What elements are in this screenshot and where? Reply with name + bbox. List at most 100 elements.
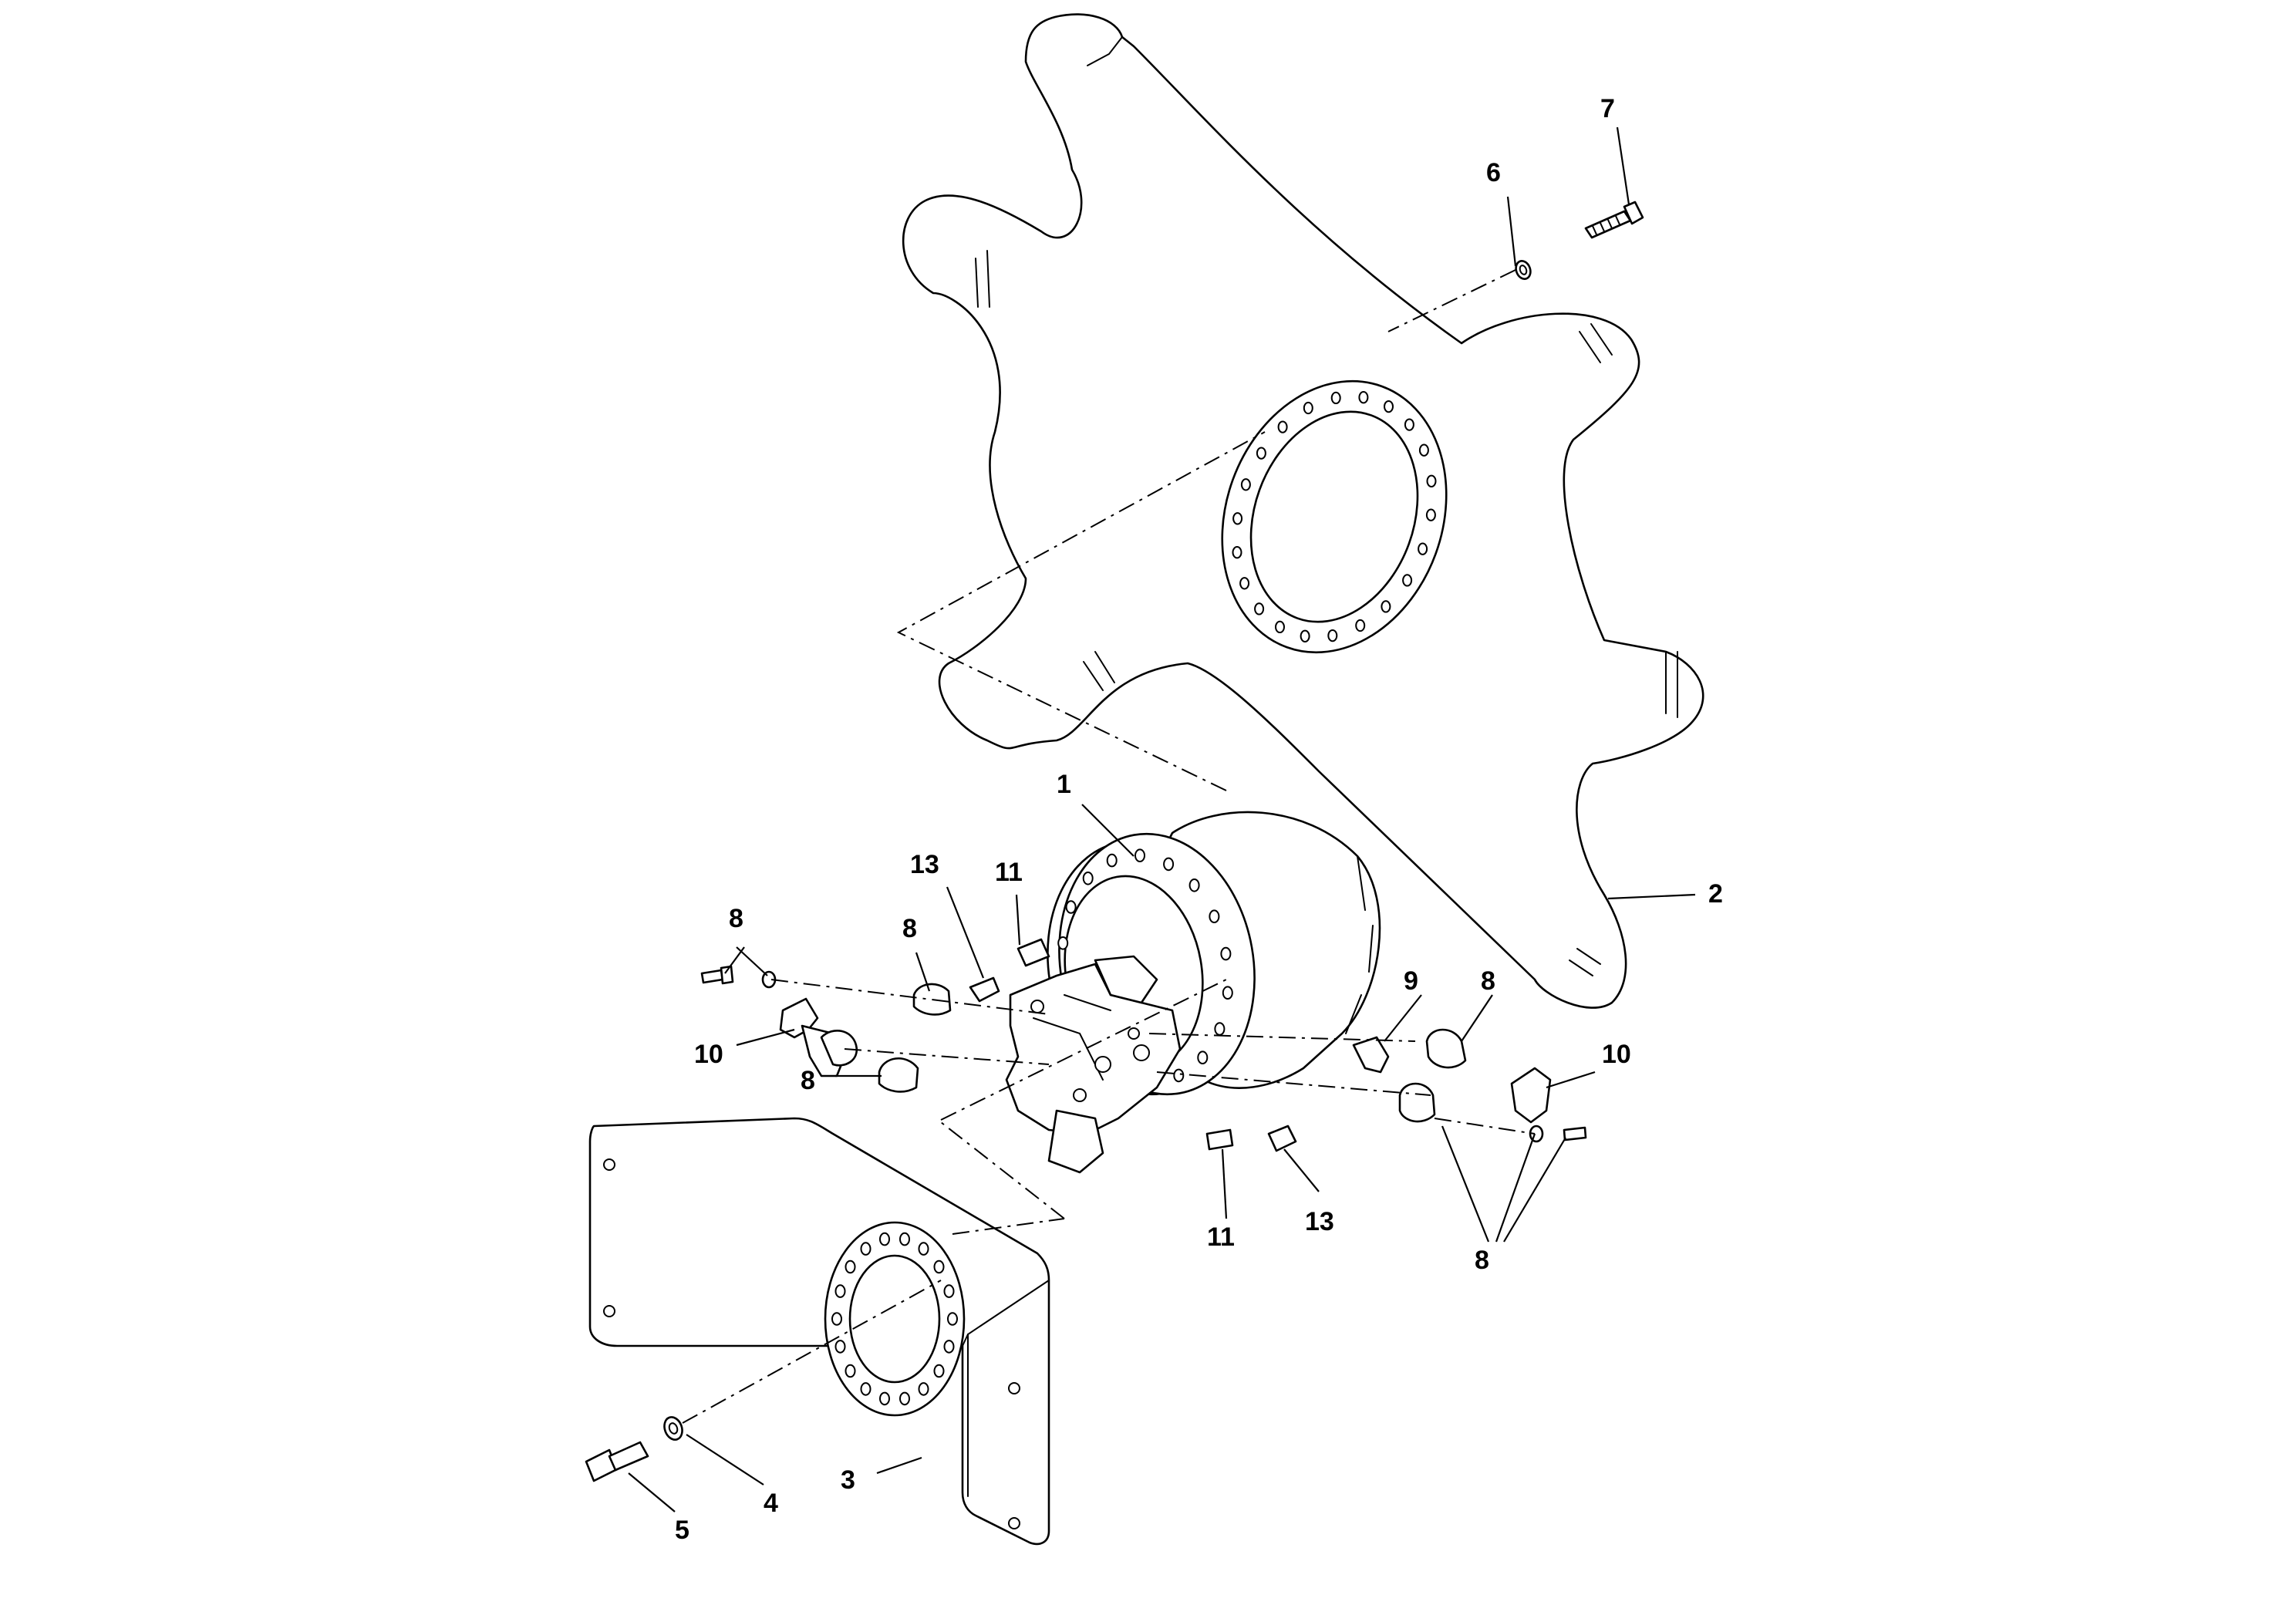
plate-bolt-hole (1330, 391, 1341, 405)
plate-bolt-hole (1275, 620, 1285, 634)
plate-bolt-hole (1355, 619, 1366, 632)
screw-part-8 (1563, 1126, 1587, 1141)
adapter-part-11 (1017, 938, 1050, 967)
washer-part-4 (663, 1416, 683, 1441)
callout-13-bottom: 13 (1305, 1207, 1334, 1236)
plate-bolt-hole (1381, 600, 1391, 613)
plate-bolt-hole (1239, 577, 1250, 590)
bracket-bolt-hole (879, 1232, 890, 1246)
plate-bolt-hole (1303, 401, 1313, 415)
mounting-bracket-part-3 (588, 1117, 1050, 1546)
elbow-part-9 (1352, 1036, 1390, 1074)
motor-flange-hole (1214, 1022, 1226, 1036)
bracket-bolt-hole (947, 1312, 958, 1326)
plate-bolt-hole (1418, 443, 1429, 457)
reducer-part-9-left (820, 1030, 858, 1067)
plate-bolt-hole (1425, 508, 1436, 521)
motor-flange-hole (1220, 946, 1232, 961)
motor-flange-hole (1135, 848, 1145, 862)
motor-flange-hole (1173, 1068, 1185, 1083)
elbow-fitting-part-10 (1510, 1067, 1552, 1124)
motor-flange-hole (1082, 872, 1094, 885)
elbow-part-13 (1267, 1125, 1297, 1152)
bracket-bolt-hole (834, 1284, 846, 1298)
motor-flange-hole (1106, 853, 1118, 868)
callout-labels: 1 2 3 4 5 6 7 8 8 8 8 8 9 10 10 11 11 13… (675, 94, 1723, 1545)
callout-8-top-left: 8 (729, 904, 743, 933)
bracket-bolt-hole (933, 1259, 945, 1274)
plate-bolt-hole (1256, 447, 1266, 460)
callout-1: 1 (1057, 770, 1071, 799)
callout-5: 5 (675, 1516, 689, 1545)
callout-11-bottom: 11 (1207, 1222, 1235, 1252)
callout-11-top: 11 (995, 858, 1023, 887)
clamp-half-part-8 (1425, 1028, 1467, 1069)
plate-bolt-hole (1418, 542, 1428, 555)
mounting-plate-part-2 (902, 13, 1704, 1009)
callout-10-left: 10 (694, 1040, 723, 1069)
assembly-center-lines (682, 269, 1536, 1424)
plate-bolt-hole (1232, 512, 1243, 525)
plate-bolt-hole (1277, 420, 1288, 433)
motor-flange-hole (1222, 986, 1233, 1000)
bolt-part-7 (1584, 201, 1644, 239)
bracket-bolt-hole (860, 1382, 872, 1396)
bolt-part-5 (585, 1441, 649, 1482)
bracket-bolt-hole (845, 1364, 856, 1378)
plate-bolt-hole (1232, 546, 1242, 559)
bracket-bolt-hole (860, 1242, 872, 1256)
callout-9: 9 (1404, 966, 1418, 996)
screw-part-8 (700, 965, 734, 985)
drive-motor-part-1 (1005, 811, 1381, 1174)
bracket-bolt-hole (845, 1259, 856, 1274)
callout-7: 7 (1600, 94, 1615, 123)
plate-bolt-hole (1402, 574, 1413, 587)
callout-6: 6 (1486, 158, 1501, 187)
motor-flange-hole (1163, 857, 1175, 872)
plate-bolt-hole (1384, 400, 1394, 413)
callout-8-right: 8 (1481, 966, 1495, 996)
bracket-bolt-hole (899, 1391, 910, 1406)
bracket-bolt-hole (943, 1340, 955, 1354)
washer-part-6 (1515, 260, 1532, 280)
plate-bolt-hole (1404, 418, 1414, 431)
motor-flange-hole (1057, 936, 1069, 950)
callout-8-bottom-right: 8 (1475, 1246, 1489, 1275)
bracket-bolt-hole (879, 1391, 890, 1406)
callout-leader-lines (628, 126, 1696, 1512)
motor-flange-hole (1065, 900, 1077, 914)
bracket-mount-hole (603, 1158, 615, 1171)
bracket-bolt-hole (918, 1382, 929, 1396)
plate-bolt-holes (1232, 391, 1437, 642)
plate-bolt-hole (1358, 391, 1369, 404)
callout-2: 2 (1708, 879, 1723, 909)
elbow-part-13 (969, 976, 1000, 1003)
motor-flange-hole (1209, 909, 1220, 923)
bracket-mount-hole (603, 1305, 615, 1317)
callout-4: 4 (764, 1489, 778, 1518)
plate-bolt-hole (1426, 474, 1437, 487)
plate-bolt-hole (1254, 602, 1265, 615)
bracket-bolt-hole (834, 1340, 846, 1354)
plate-bolt-hole (1300, 629, 1310, 642)
plate-bolt-hole (1327, 629, 1338, 642)
bracket-mount-hole (1008, 1517, 1020, 1529)
callout-10-right: 10 (1602, 1040, 1631, 1069)
clamp-half-part-8 (878, 1057, 919, 1093)
clamp-half-part-8 (1398, 1082, 1436, 1123)
motor-flange-hole (1197, 1050, 1209, 1064)
bracket-bolt-hole (831, 1312, 842, 1326)
bracket-bolt-hole (918, 1242, 929, 1256)
bracket-mount-hole (1008, 1382, 1020, 1394)
callout-13-top: 13 (910, 850, 939, 879)
callout-8-upper: 8 (902, 914, 917, 943)
adapter-part-11 (1205, 1128, 1234, 1151)
motor-flange-hole (1188, 878, 1200, 892)
bracket-bolt-hole (933, 1364, 945, 1378)
callout-8-lower-left: 8 (801, 1066, 815, 1095)
bracket-bolt-hole (899, 1232, 910, 1246)
callout-3: 3 (841, 1465, 855, 1495)
plate-bolt-hole (1240, 478, 1251, 491)
bracket-bolt-holes (831, 1232, 958, 1406)
